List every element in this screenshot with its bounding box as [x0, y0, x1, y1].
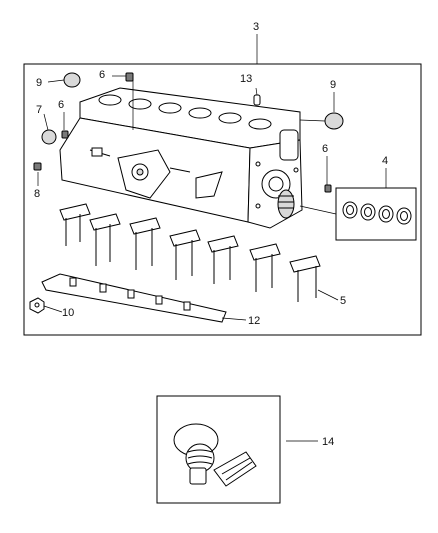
main-bearing-caps: [59, 203, 321, 302]
callout-13: 13: [240, 73, 252, 85]
callout-9-left: 9: [36, 77, 42, 89]
bearing-cap-7: [289, 255, 321, 302]
callout-6-left: 6: [58, 99, 64, 111]
dowel-pin-upper: [125, 72, 134, 82]
main-bearing-set: [335, 187, 417, 241]
dowel-pin-right: [324, 184, 332, 193]
main-diagram-frame: [23, 63, 422, 336]
inset-part-14: [173, 423, 257, 487]
dowel-pin-8: [33, 162, 42, 171]
callout-14: 14: [322, 436, 334, 448]
bearing-cap-1: [59, 203, 91, 246]
leader-lines: [37, 34, 387, 442]
core-plug: [41, 129, 57, 145]
bearing-cap-girdle: [41, 273, 227, 323]
engine-block: [59, 87, 303, 229]
expansion-plug-left: [63, 72, 81, 88]
callout-6-top: 6: [99, 69, 105, 81]
callout-8: 8: [34, 188, 40, 200]
callout-10: 10: [62, 307, 74, 319]
callout-3: 3: [253, 21, 259, 33]
bearing-cap-5: [207, 235, 239, 284]
expansion-plug-right: [324, 112, 344, 130]
bearing-cap-2: [89, 213, 121, 266]
bearing-cap-6: [249, 243, 281, 292]
bearing-cap-3: [129, 217, 161, 270]
callout-7: 7: [36, 104, 42, 116]
dowel-pin-left: [61, 130, 69, 139]
callout-5: 5: [340, 295, 346, 307]
inset-diagram-frame: [156, 395, 281, 504]
callout-4: 4: [382, 155, 388, 167]
bearing-cap-4: [169, 229, 201, 280]
callout-12: 12: [248, 315, 260, 327]
callout-6-right: 6: [322, 143, 328, 155]
callout-9-right: 9: [330, 79, 336, 91]
plug-13: [253, 94, 261, 106]
nut-10: [29, 297, 45, 314]
